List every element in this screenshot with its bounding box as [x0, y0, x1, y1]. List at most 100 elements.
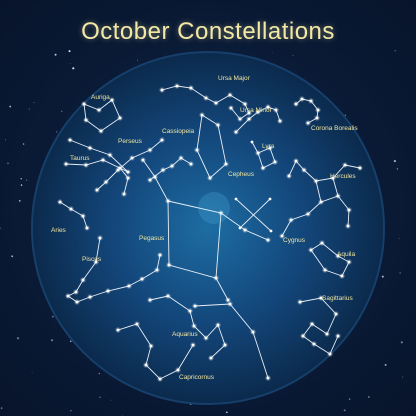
background-star: [402, 376, 404, 378]
star: [358, 166, 362, 170]
star: [323, 268, 327, 272]
label-hercules: Hercules: [330, 173, 356, 180]
star: [289, 218, 293, 222]
star: [110, 98, 114, 102]
background-star: [0, 407, 3, 409]
background-star: [70, 409, 72, 412]
star: [127, 284, 131, 288]
star: [301, 334, 305, 338]
star: [160, 88, 164, 92]
background-star: [7, 162, 9, 165]
star: [302, 168, 306, 172]
star: [188, 309, 192, 313]
star: [309, 99, 313, 103]
star: [64, 162, 68, 166]
background-star: [99, 396, 101, 398]
background-star: [394, 50, 396, 52]
star: [74, 290, 78, 294]
star: [141, 158, 145, 162]
star: [68, 138, 72, 142]
star: [336, 254, 340, 258]
star: [116, 328, 120, 332]
star: [319, 200, 323, 204]
star: [88, 295, 92, 299]
star: [238, 117, 242, 121]
label-aquila: Aquila: [337, 251, 355, 258]
star: [266, 376, 270, 380]
star: [204, 96, 208, 100]
star: [319, 296, 323, 300]
label-perseus: Perseus: [118, 138, 143, 145]
star: [170, 164, 174, 168]
label-sagittarius: Sagittarius: [322, 295, 353, 302]
background-star: [110, 399, 112, 401]
chart-title: October Constellations: [81, 18, 335, 45]
star: [214, 101, 218, 105]
star: [316, 108, 320, 112]
star: [179, 156, 183, 160]
star: [250, 140, 254, 144]
star: [160, 138, 164, 142]
background-star: [55, 131, 58, 133]
star: [269, 229, 273, 233]
star: [320, 241, 324, 245]
star: [166, 294, 170, 298]
label-ursa-major: Ursa Major: [218, 75, 251, 82]
star: [176, 368, 180, 372]
background-star: [20, 178, 22, 180]
star: [312, 342, 316, 346]
background-star: [72, 67, 75, 70]
star: [336, 194, 340, 198]
background-star: [381, 275, 384, 278]
hercules-arms: [288, 160, 317, 182]
background-star: [0, 227, 1, 230]
star: [149, 344, 153, 348]
star: [148, 298, 152, 302]
label-corona-borealis: Corona Borealis: [311, 125, 358, 132]
star: [108, 153, 112, 157]
star: [273, 160, 277, 164]
label-aquarius: Aquarius: [172, 331, 198, 338]
label-capricornus: Capricornus: [179, 374, 215, 381]
star: [94, 260, 98, 264]
star: [219, 211, 223, 215]
star: [101, 158, 105, 162]
sky-disc: [31, 51, 385, 405]
star: [192, 324, 196, 328]
label-cepheus: Cepheus: [228, 171, 255, 178]
star: [144, 363, 148, 367]
aquarius-lines: [149, 295, 226, 359]
background-star: [368, 396, 370, 398]
label-ursa-minor: Ursa Minor: [240, 107, 273, 114]
star: [251, 330, 255, 334]
star: [95, 188, 99, 192]
star: [209, 356, 213, 360]
star: [306, 121, 310, 125]
star: [328, 352, 332, 356]
star: [224, 162, 228, 166]
star: [261, 166, 265, 170]
star: [278, 119, 282, 123]
background-star: [54, 53, 57, 56]
star: [81, 278, 85, 282]
star: [118, 116, 122, 120]
label-taurus: Taurus: [70, 155, 90, 162]
star: [193, 304, 197, 308]
star: [340, 274, 344, 278]
star: [106, 289, 110, 293]
star: [75, 300, 79, 304]
star: [84, 163, 88, 167]
star: [135, 322, 139, 326]
star: [238, 226, 242, 230]
star: [161, 168, 165, 172]
star: [247, 111, 251, 115]
star: [325, 332, 329, 336]
background-star: [396, 168, 399, 170]
background-star: [399, 272, 401, 274]
star: [189, 162, 193, 166]
star: [280, 234, 284, 238]
background-star: [69, 63, 71, 65]
background-star: [9, 105, 12, 108]
star: [306, 212, 310, 216]
